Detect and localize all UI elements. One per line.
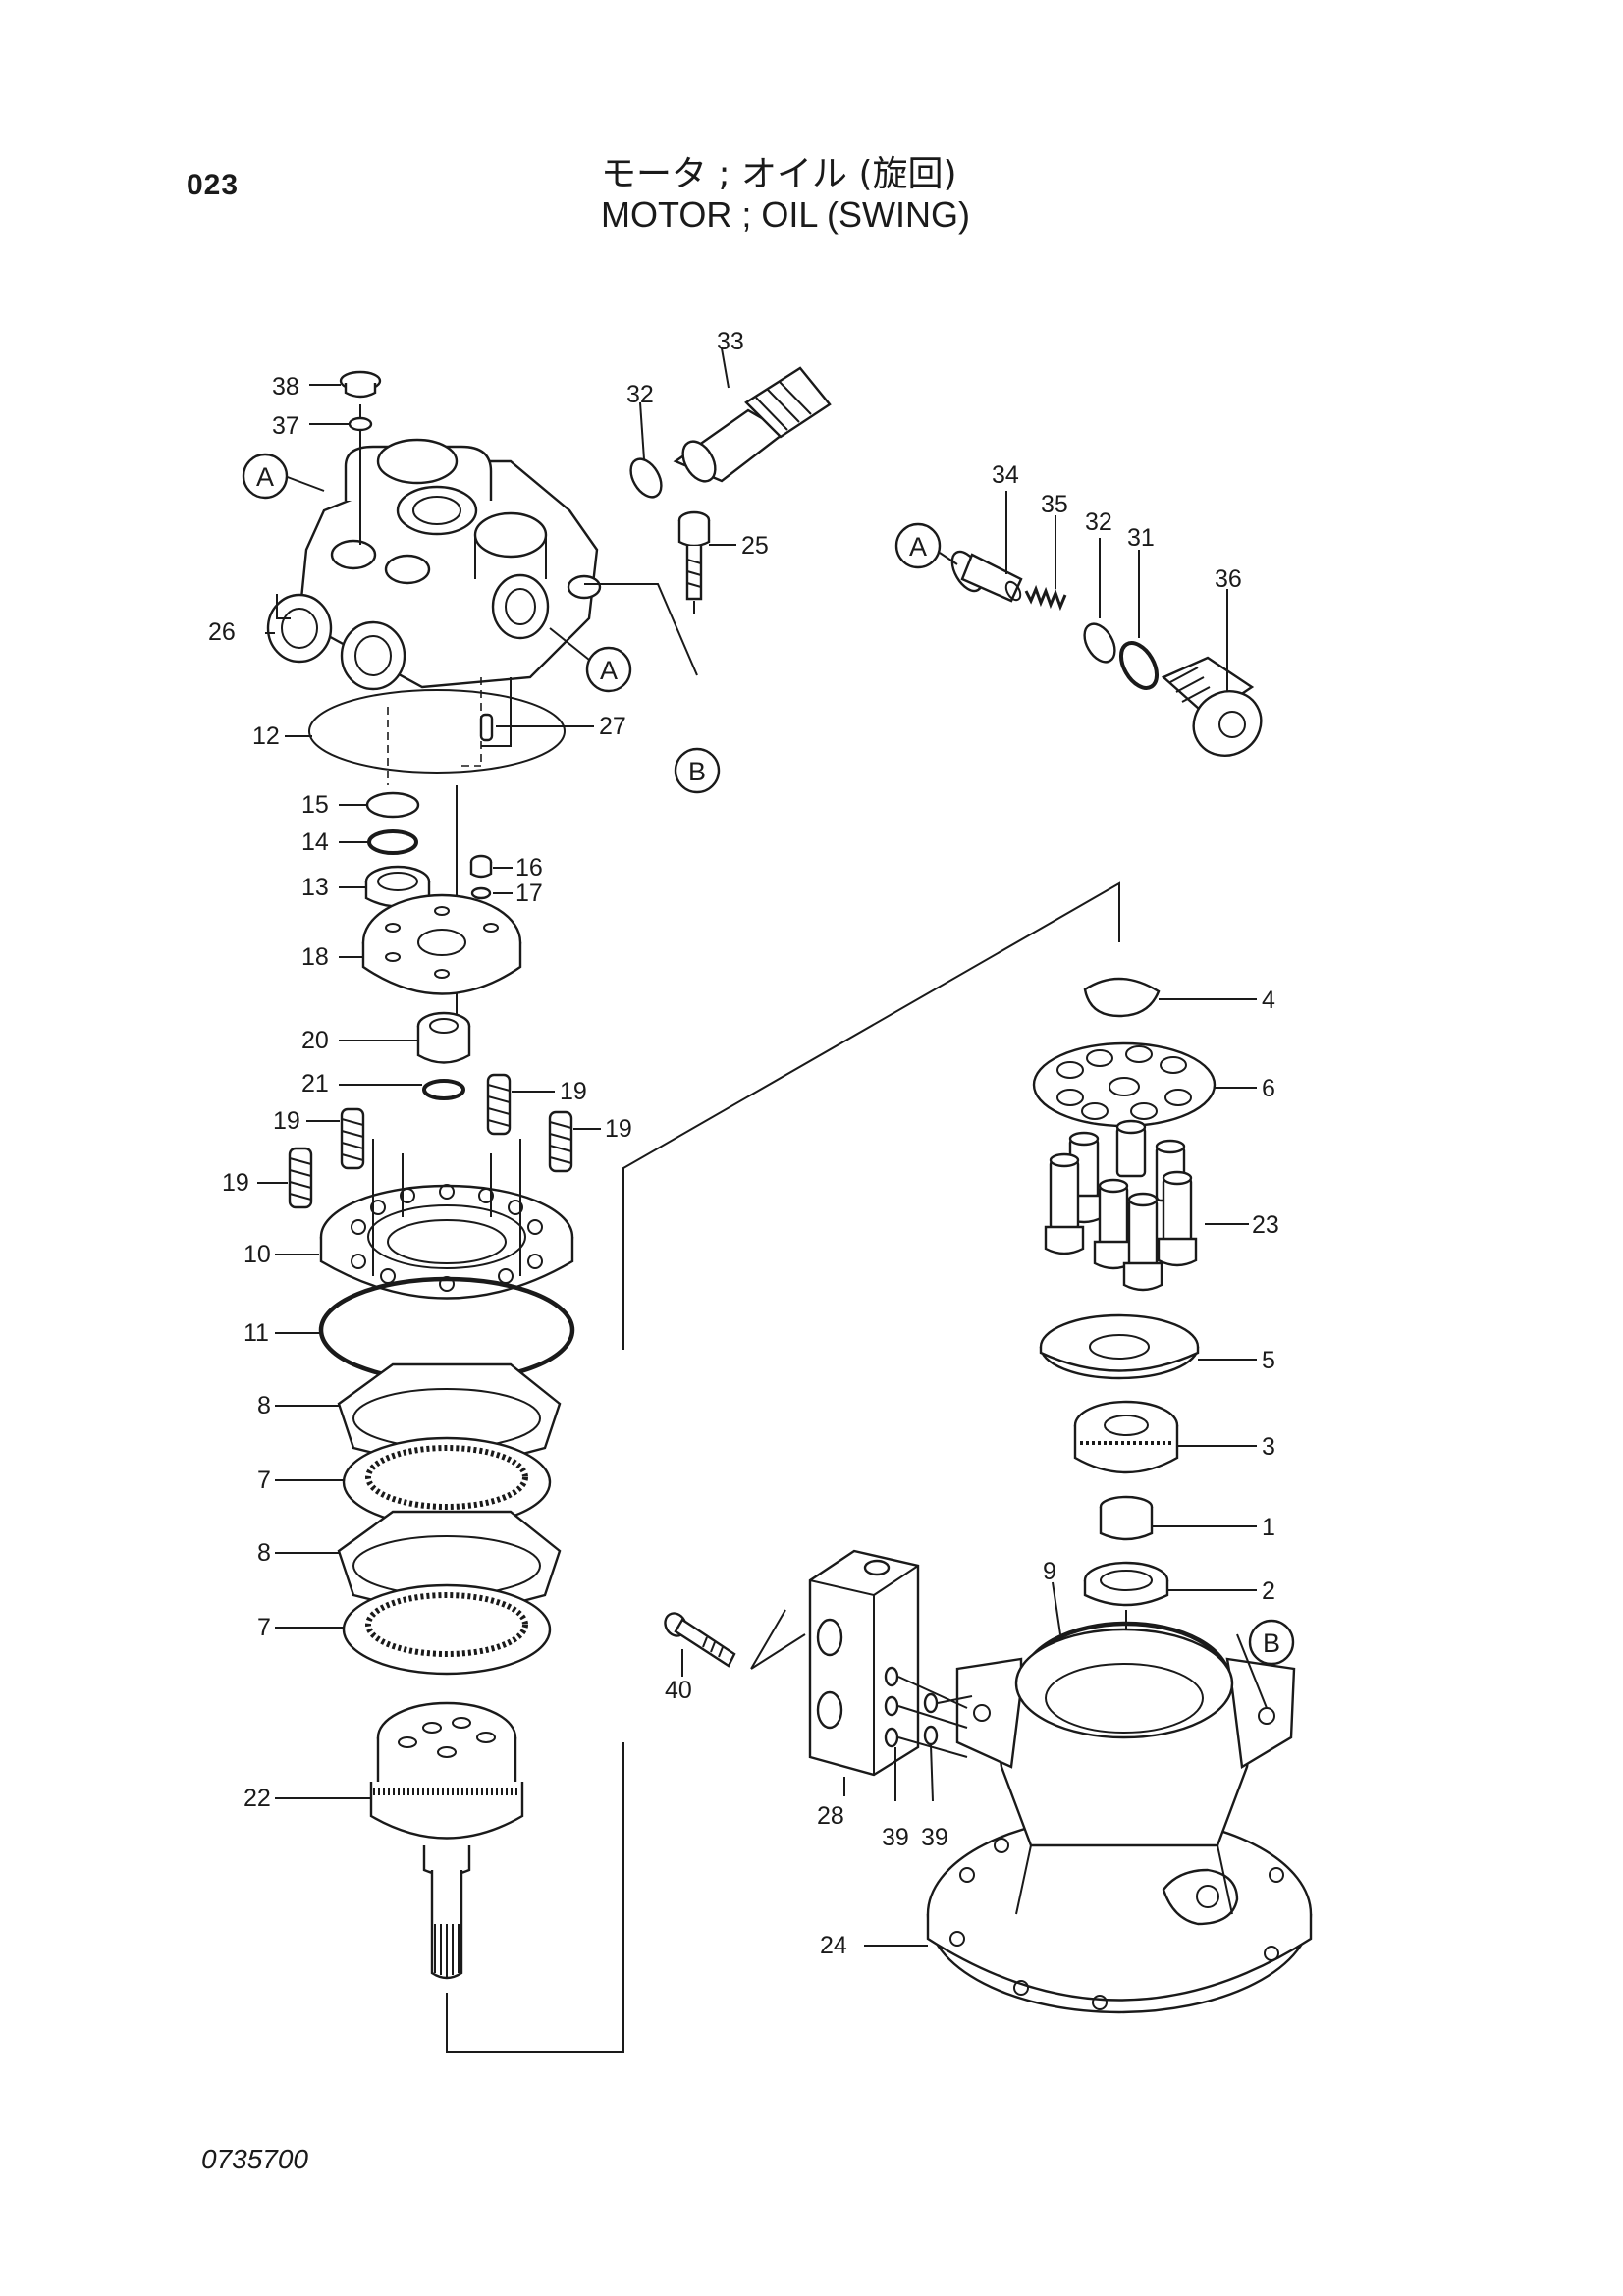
part-21-snap-ring <box>339 1079 465 1100</box>
part-23-pistons <box>1044 1119 1249 1292</box>
label-34: 34 <box>992 461 1019 489</box>
label-6: 6 <box>1262 1075 1275 1102</box>
label-2: 2 <box>1262 1577 1275 1605</box>
part-number-labels: 38 37 33 32 25 26 12 27 15 14 13 16 17 1… <box>208 328 1279 1959</box>
valve-cover-assembly <box>265 438 698 785</box>
part-2-oil-seal <box>1083 1561 1257 1607</box>
part-20-bearing <box>339 1011 471 1064</box>
part-40-bolt <box>664 1609 806 1677</box>
label-5: 5 <box>1262 1347 1275 1374</box>
label-22: 22 <box>243 1785 271 1812</box>
part-25-bolt <box>677 510 736 614</box>
part-38-plug <box>309 370 382 545</box>
label-3: 3 <box>1262 1433 1275 1461</box>
callout-b-upper: B <box>674 747 721 794</box>
part-13-seal <box>339 865 431 908</box>
label-19-a: 19 <box>273 1107 300 1135</box>
part-1-bushing <box>1099 1495 1257 1541</box>
label-25: 25 <box>741 532 769 560</box>
label-36: 36 <box>1215 565 1242 593</box>
label-19-d: 19 <box>222 1169 249 1197</box>
label-20: 20 <box>301 1027 329 1054</box>
label-26: 26 <box>208 618 236 646</box>
label-28: 28 <box>817 1802 844 1830</box>
page-number: 023 <box>187 169 240 201</box>
label-21: 21 <box>301 1070 329 1097</box>
part-4-cap <box>1083 977 1257 1018</box>
label-1: 1 <box>1262 1514 1275 1541</box>
part-28-valve-block <box>808 1549 920 1796</box>
callout-b-housing: B <box>1248 1619 1295 1666</box>
label-7-a: 7 <box>257 1467 271 1494</box>
label-17: 17 <box>515 880 543 907</box>
label-37: 37 <box>272 412 299 440</box>
part-27-pin <box>479 713 594 742</box>
label-9: 9 <box>1043 1558 1056 1585</box>
label-16: 16 <box>515 854 543 881</box>
callout-a-valve: A <box>585 646 632 693</box>
document-code: 0735700 <box>201 2144 309 2174</box>
svg-text:A: A <box>600 656 618 685</box>
label-4: 4 <box>1262 987 1275 1014</box>
callout-b-leader-lower <box>1236 1633 1268 1709</box>
label-8-a: 8 <box>257 1392 271 1419</box>
part-3-bearing <box>1073 1400 1257 1474</box>
part-35-spring <box>1024 515 1067 612</box>
callout-a-upper-left: A <box>242 453 289 500</box>
page-title-english: MOTOR ; OIL (SWING) <box>601 194 970 235</box>
svg-text:A: A <box>909 532 927 561</box>
label-33: 33 <box>717 328 744 355</box>
part-10-cylinder-block <box>275 1139 574 1300</box>
part-16-17-plug-ring <box>469 854 513 900</box>
label-35: 35 <box>1041 491 1068 518</box>
part-32-o-ring-a <box>629 401 663 499</box>
label-19-b: 19 <box>560 1078 587 1105</box>
label-7-b: 7 <box>257 1614 271 1641</box>
label-23: 23 <box>1252 1211 1279 1239</box>
part-18-valve-plate <box>339 893 522 995</box>
label-39-a: 39 <box>882 1824 909 1851</box>
part-37-o-ring <box>309 416 373 432</box>
label-40: 40 <box>665 1677 692 1704</box>
assembly-guide-line-middle <box>622 881 1120 1350</box>
part-15-disc <box>339 791 420 819</box>
label-10: 10 <box>243 1241 271 1268</box>
svg-text:B: B <box>1263 1629 1280 1658</box>
svg-text:B: B <box>688 757 706 786</box>
svg-text:A: A <box>256 462 274 492</box>
label-32-right: 32 <box>1085 508 1112 536</box>
label-24: 24 <box>820 1932 847 1959</box>
label-31: 31 <box>1127 524 1155 552</box>
label-13: 13 <box>301 874 329 901</box>
part-33-relief-valve <box>673 347 832 483</box>
label-32-top: 32 <box>626 381 654 408</box>
label-39-b: 39 <box>921 1824 948 1851</box>
part-24-housing <box>864 1628 1313 2014</box>
label-15: 15 <box>301 791 329 819</box>
label-8-b: 8 <box>257 1539 271 1567</box>
label-19-c: 19 <box>605 1115 632 1143</box>
label-12: 12 <box>252 722 280 750</box>
assembly-guide-line-bottom <box>446 1742 624 2053</box>
part-34-poppet <box>950 491 1023 603</box>
callout-a-right: A <box>894 522 958 569</box>
part-32-o-ring-b <box>1083 538 1116 664</box>
part-7-friction-disc-upper <box>275 1436 552 1528</box>
part-14-o-ring <box>339 829 418 855</box>
part-22-shaft-rotor <box>275 1701 524 1980</box>
part-6-retainer-plate <box>1032 1041 1257 1128</box>
part-39-o-rings <box>884 1666 973 1802</box>
label-11: 11 <box>243 1319 269 1347</box>
label-38: 38 <box>272 373 299 400</box>
part-7-friction-disc-lower <box>275 1583 552 1676</box>
page-title-japanese: モータ ; オイル (旋回) <box>601 154 957 194</box>
part-5-swash-plate <box>1039 1313 1257 1380</box>
label-18: 18 <box>301 943 329 971</box>
part-36-plug <box>1161 589 1263 757</box>
label-27: 27 <box>599 713 626 740</box>
part-31-o-ring <box>1118 550 1160 690</box>
label-14: 14 <box>301 828 329 856</box>
